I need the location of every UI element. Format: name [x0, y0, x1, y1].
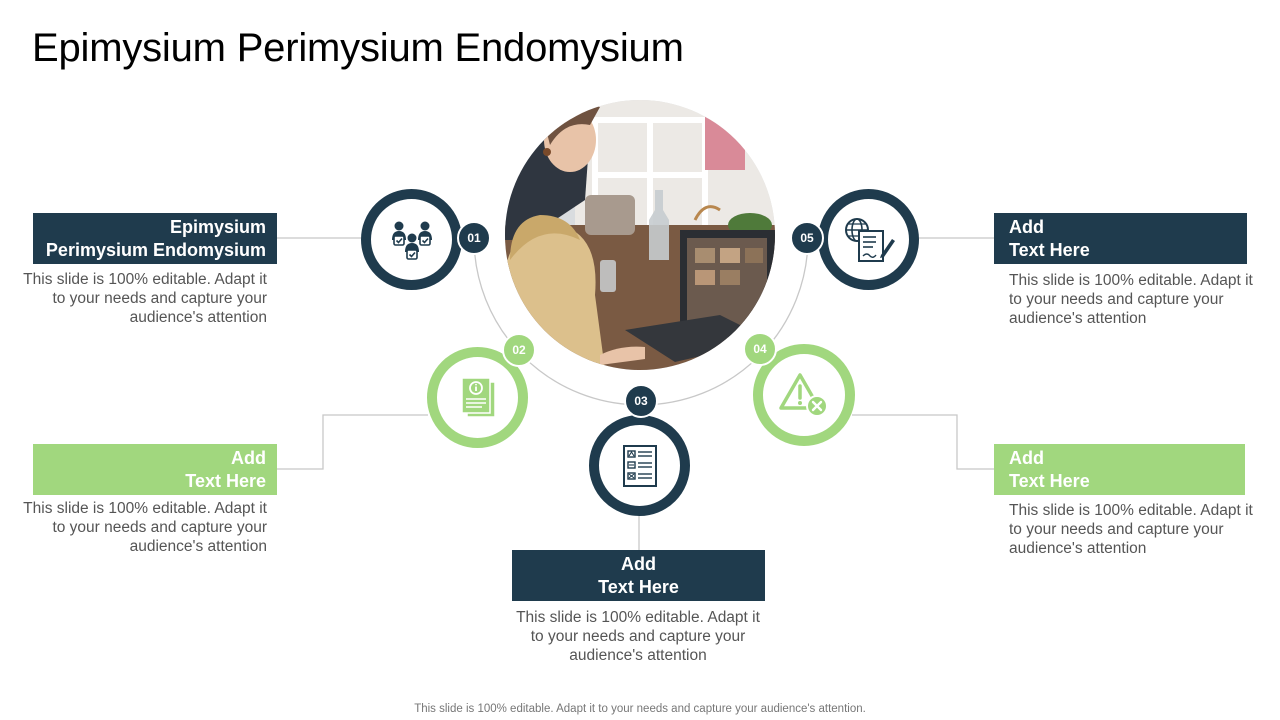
checklist-clipboard-icon	[622, 444, 657, 487]
item-04-number-badge: 04	[743, 332, 777, 366]
item-04-label-line2: Text Here	[1009, 470, 1090, 491]
item-03-description: This slide is 100% editable. Adapt it to…	[516, 609, 760, 664]
item-02-label-line1: Add	[231, 447, 266, 468]
team-approval-icon	[391, 221, 432, 260]
item-05-number-badge: 05	[790, 221, 824, 255]
item-03-number-badge: 03	[624, 384, 658, 418]
item-04-description: This slide is 100% editable. Adapt it to…	[1009, 502, 1253, 557]
item-05-description: This slide is 100% editable. Adapt it to…	[1009, 272, 1253, 327]
item-03-label: Add Text Here	[512, 550, 765, 601]
item-02-label-line2: Text Here	[185, 470, 266, 491]
global-document-signing-icon	[844, 217, 895, 262]
item-03-icon-circle	[589, 415, 690, 516]
item-03-label-line2: Text Here	[598, 576, 679, 597]
item-04-label: Add Text Here	[994, 444, 1245, 495]
item-04-icon-circle	[753, 344, 855, 446]
item-02-label: Add Text Here	[33, 444, 277, 495]
item-03-label-line1: Add	[621, 553, 656, 574]
item-05-label-line1: Add	[1009, 216, 1044, 237]
item-01-icon-circle	[361, 189, 462, 290]
item-02-description: This slide is 100% editable. Adapt it to…	[23, 500, 267, 555]
slide-title: Epimysium Perimysium Endomysium	[32, 26, 684, 70]
item-01-description: This slide is 100% editable. Adapt it to…	[23, 271, 267, 326]
item-05-label-line2: Text Here	[1009, 239, 1090, 260]
item-01-label-line1: Epimysium	[169, 216, 266, 237]
photo-illustration	[505, 100, 775, 370]
item-05-label: Add Text Here	[994, 213, 1247, 264]
footer-note: This slide is 100% editable. Adapt it to…	[414, 703, 866, 715]
item-04-label-line1: Add	[1009, 447, 1044, 468]
info-documents-icon	[460, 376, 496, 418]
item-05-icon-circle	[818, 189, 919, 290]
item-01-label: Epimysium Perimysium Endomysium	[33, 213, 277, 264]
warning-error-icon	[779, 373, 828, 417]
item-01-number-badge: 01	[457, 221, 491, 255]
item-01-label-line2: Perimysium Endomysium	[45, 239, 266, 260]
item-02-number-badge: 02	[502, 333, 536, 367]
center-photo	[505, 100, 775, 370]
